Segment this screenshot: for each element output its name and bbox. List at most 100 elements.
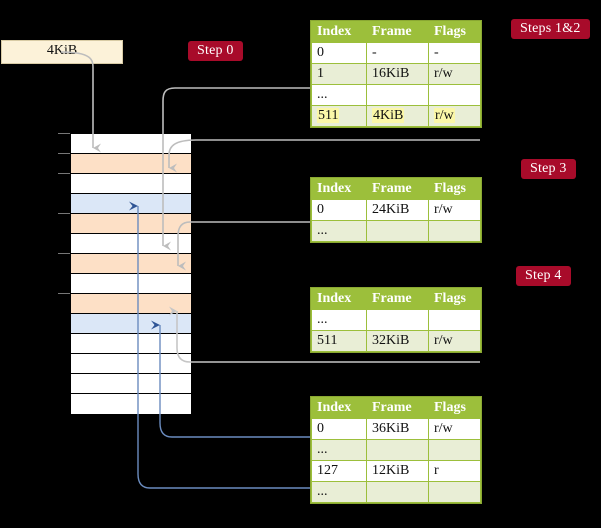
memory-cell-0 <box>71 134 191 154</box>
cell-frame-3 <box>366 481 429 503</box>
cell-index-3: ... <box>311 481 367 503</box>
table-row: 0-- <box>311 42 481 64</box>
table-row: ... <box>311 439 481 461</box>
table-row: ... <box>311 84 481 106</box>
cell-frame-0: 24KiB <box>366 199 429 221</box>
badge-step-3: Step 3 <box>521 159 576 179</box>
table-row: ... <box>311 220 481 242</box>
cell-flags-1: r/w <box>428 63 481 85</box>
cell-frame-1: 32KiB <box>366 330 429 352</box>
column-header-frame: Frame <box>366 21 429 43</box>
column-header-frame: Frame <box>366 178 429 200</box>
column-header-flags: Flags <box>428 397 481 419</box>
cell-frame-1: 16KiB <box>366 63 429 85</box>
cell-index-1: ... <box>311 220 367 242</box>
memory-tick-4 <box>58 213 70 214</box>
memory-cell-10 <box>71 334 191 354</box>
cell-highlight: 4KiB <box>372 107 405 123</box>
cell-flags-3: r/w <box>428 105 481 127</box>
memory-cell-5 <box>71 234 191 254</box>
connector-steps12-out <box>168 139 480 173</box>
memory-cell-1 <box>71 154 191 174</box>
cell-flags-0: r/w <box>428 418 481 440</box>
cell-frame-0: - <box>366 42 429 64</box>
column-header-frame: Frame <box>366 288 429 310</box>
memory-cell-11 <box>71 354 191 374</box>
cell-flags-2: r <box>428 460 481 482</box>
cell-index-2: ... <box>311 84 367 106</box>
column-header-frame: Frame <box>366 397 429 419</box>
badge-steps-1-2: Steps 1&2 <box>511 19 590 39</box>
cell-index-2: 127 <box>311 460 367 482</box>
memory-cell-3 <box>71 194 191 214</box>
memory-cell-13 <box>71 394 191 414</box>
cell-frame-0 <box>366 309 429 331</box>
memory-tick-1 <box>58 153 70 154</box>
badge-label: Steps 1&2 <box>520 21 581 36</box>
cell-frame-2: 12KiB <box>366 460 429 482</box>
memory-cell-6 <box>71 254 191 274</box>
cell-highlight: 511 <box>317 107 340 123</box>
cell-flags-0: - <box>428 42 481 64</box>
cell-index-3: 511 <box>311 105 367 127</box>
table-row: ... <box>311 481 481 503</box>
column-header-flags: Flags <box>428 21 481 43</box>
cell-flags-2 <box>428 84 481 106</box>
cell-frame-0: 36KiB <box>366 418 429 440</box>
column-header-index: Index <box>311 288 367 310</box>
cell-index-1: 511 <box>311 330 367 352</box>
badge-label: Step 4 <box>525 268 562 283</box>
memory-frame-label: 4KiB <box>1 40 123 64</box>
memory-cell-12 <box>71 374 191 394</box>
column-header-index: Index <box>311 21 367 43</box>
cell-flags-0: r/w <box>428 199 481 221</box>
cell-index-0: 0 <box>311 199 367 221</box>
badge-label: Step 0 <box>197 43 234 58</box>
cell-frame-3: 4KiB <box>366 105 429 127</box>
column-header-flags: Flags <box>428 178 481 200</box>
memory-tick-8 <box>58 293 70 294</box>
memory-cell-2 <box>71 174 191 194</box>
memory-tick-2 <box>58 173 70 174</box>
badge-label: Step 3 <box>530 161 567 176</box>
table-row: 511 4KiB r/w <box>311 105 481 127</box>
column-header-flags: Flags <box>428 288 481 310</box>
cell-flags-0 <box>428 309 481 331</box>
memory-frame-label-text: 4KiB <box>46 43 78 58</box>
cell-frame-1 <box>366 220 429 242</box>
memory-cell-8 <box>71 294 191 314</box>
cell-highlight: r/w <box>434 107 455 123</box>
column-header-index: Index <box>311 178 367 200</box>
badge-step-4: Step 4 <box>516 266 571 286</box>
cell-frame-1 <box>366 439 429 461</box>
cell-index-1: 1 <box>311 63 367 85</box>
badge-step-0: Step 0 <box>188 41 243 61</box>
cell-flags-1 <box>428 220 481 242</box>
cell-flags-1 <box>428 439 481 461</box>
memory-tick-0 <box>58 133 70 134</box>
cell-flags-1: r/w <box>428 330 481 352</box>
memory-cell-7 <box>71 274 191 294</box>
memory-cell-9 <box>71 314 191 334</box>
cell-index-1: ... <box>311 439 367 461</box>
cell-flags-3 <box>428 481 481 503</box>
memory-tick-6 <box>58 253 70 254</box>
column-header-index: Index <box>311 397 367 419</box>
cell-index-0: ... <box>311 309 367 331</box>
cell-index-0: 0 <box>311 418 367 440</box>
table-row: ... <box>311 309 481 331</box>
